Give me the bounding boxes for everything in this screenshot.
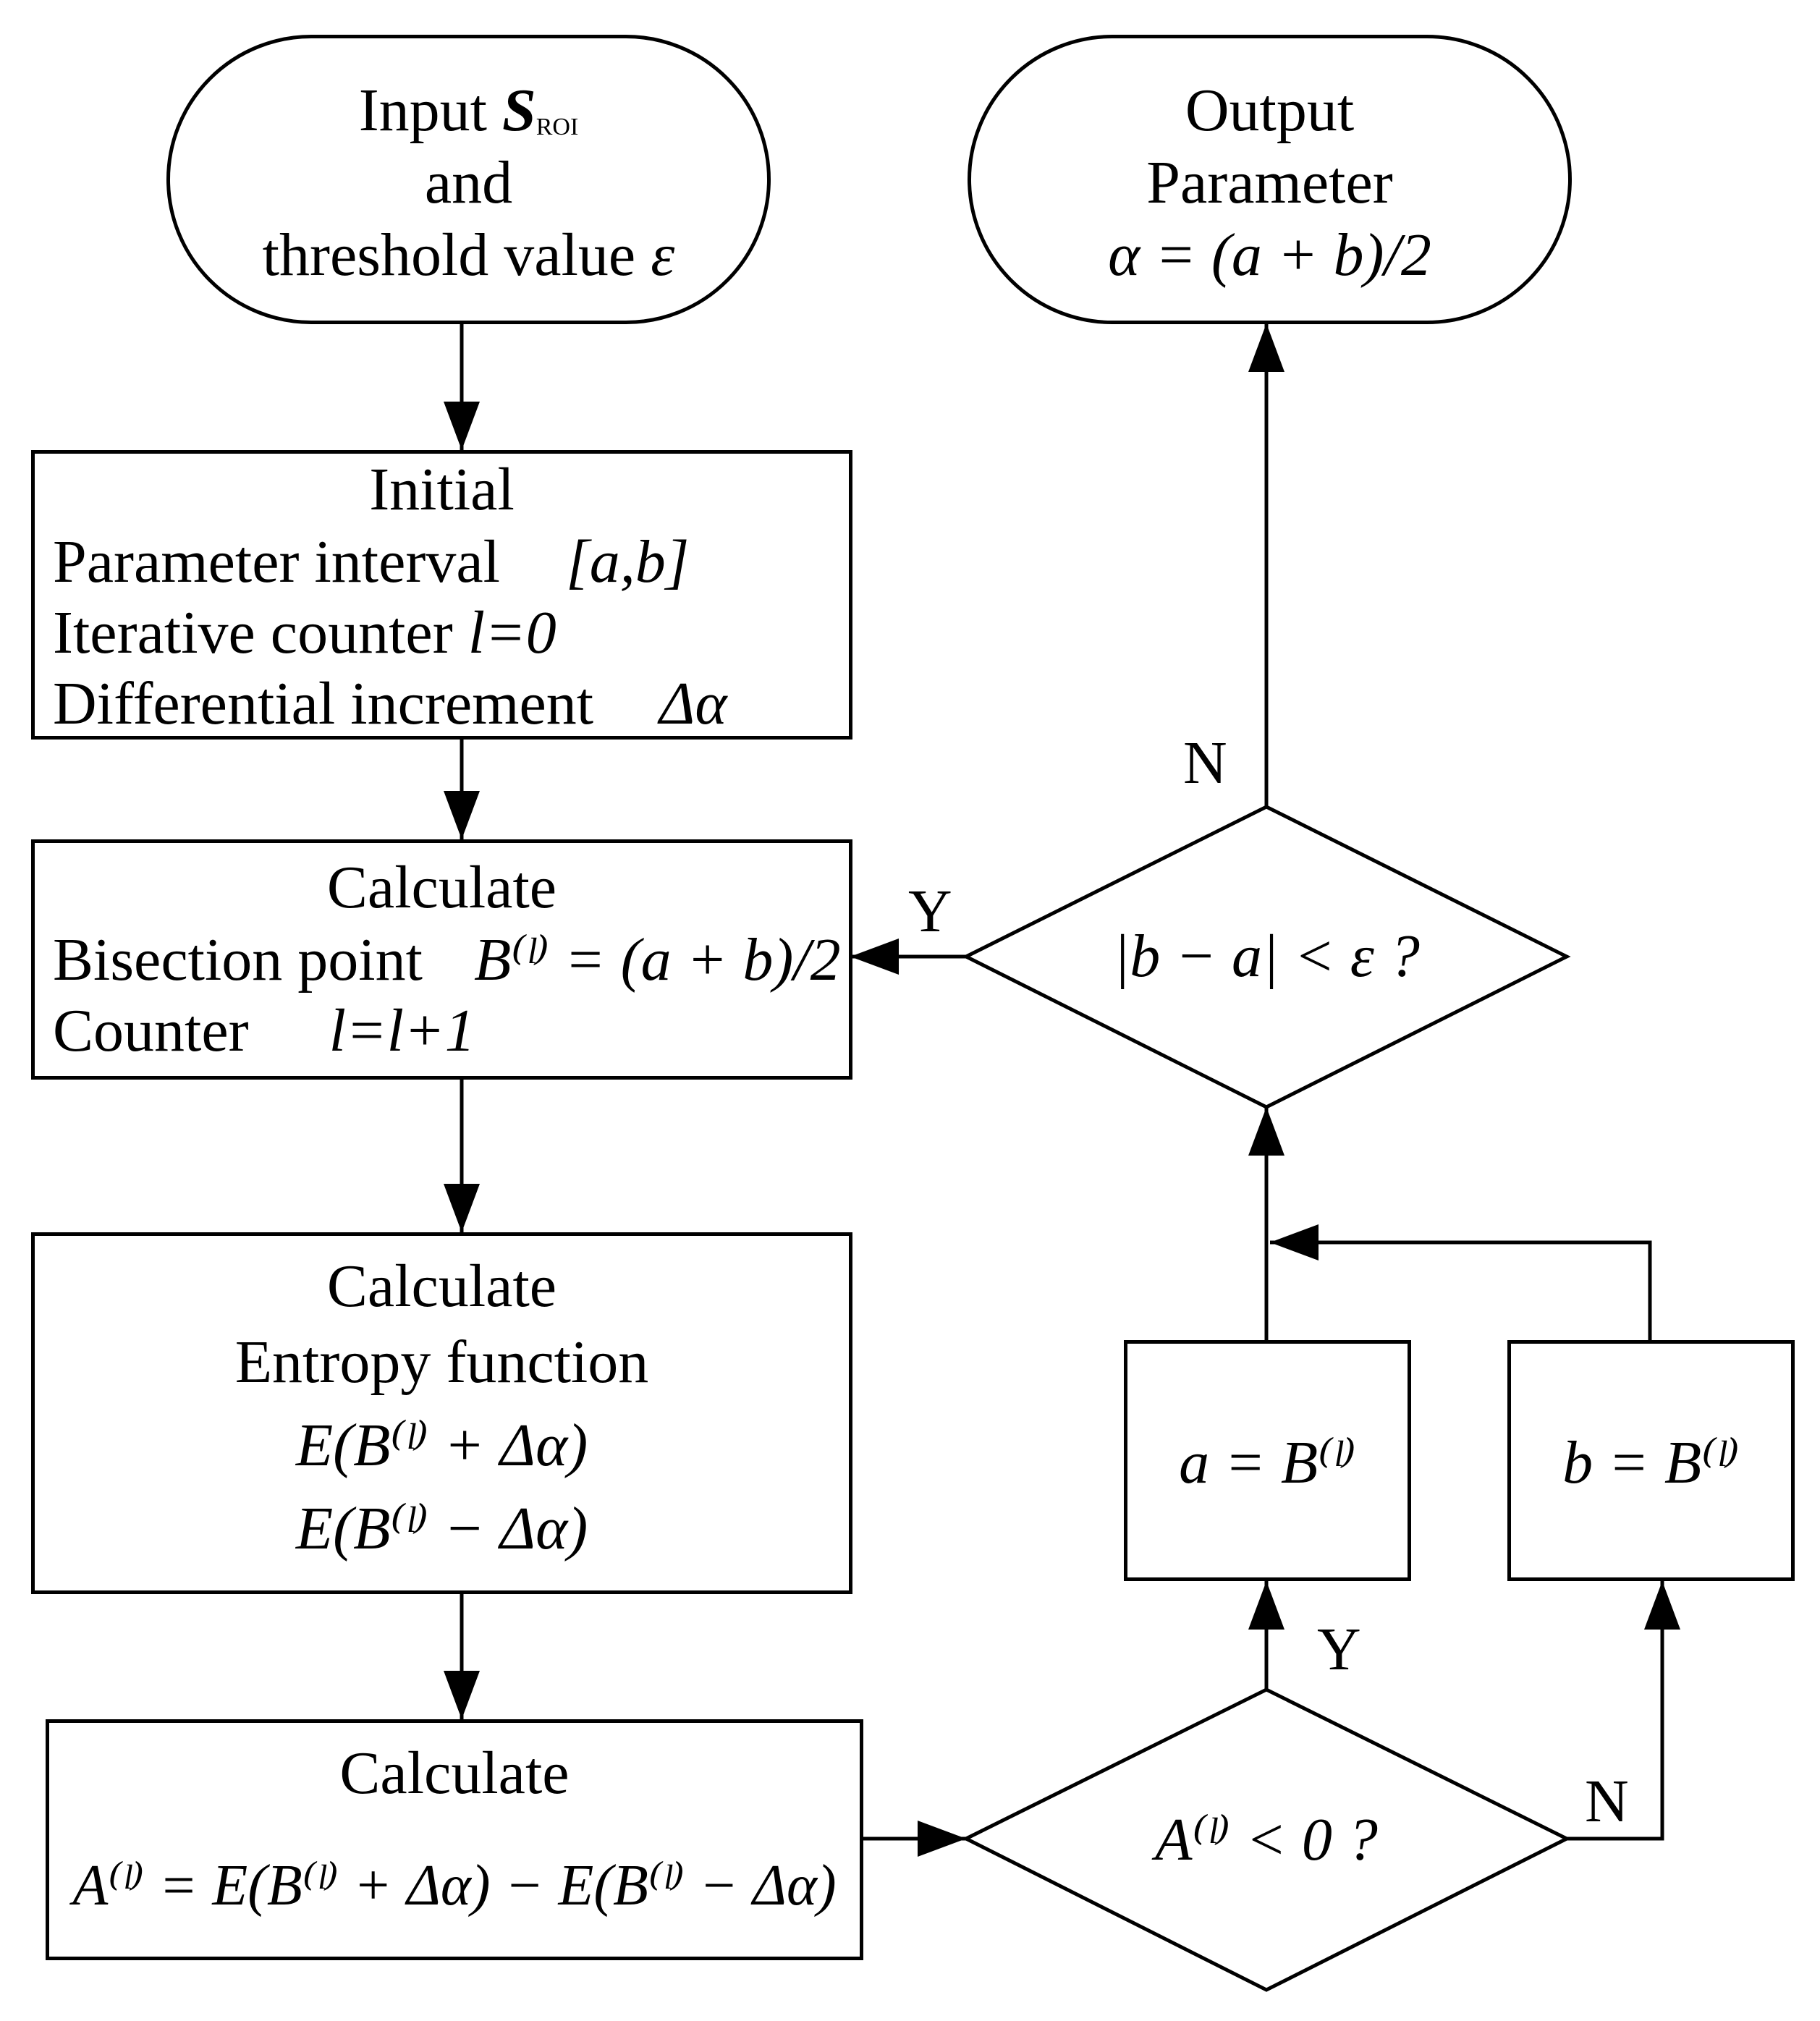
init-row1-label: Parameter interval — [53, 528, 501, 596]
decision-sign-text: A⁽ˡ⁾ < 0 ? — [1155, 1806, 1378, 1873]
init-row2: Iterative counter l=0 — [35, 597, 849, 669]
decision-sign-shape — [962, 1687, 1571, 1992]
start-terminator: Input SROI and threshold value ε — [166, 35, 771, 324]
arrowhead — [1248, 1581, 1284, 1630]
init-title: Initial — [369, 456, 515, 523]
init-row1-value: [a,b] — [566, 528, 690, 596]
init-row3-value: Δα — [659, 670, 727, 737]
entropy-title: Calculate — [326, 1253, 557, 1320]
start-line3: threshold value ε — [170, 219, 767, 292]
bisect-row1: Bisection point B⁽ˡ⁾ = (a + b)/2 — [35, 924, 849, 996]
arrowhead — [444, 791, 480, 839]
start-threshold-label: threshold value — [262, 221, 636, 289]
arrowhead — [444, 402, 480, 450]
init-process-box: Initial Parameter interval [a,b] Iterati… — [31, 450, 852, 740]
bisect-row1-label: Bisection point — [53, 926, 423, 993]
init-row2-value: l=0 — [467, 599, 556, 666]
output-formula: α = (a + b)/2 — [1108, 221, 1431, 289]
bisect-row2-label: Counter — [53, 997, 249, 1064]
bisect-row2: Counter l=l+1 — [35, 995, 849, 1067]
entropy-subtitle: Entropy function — [234, 1329, 649, 1396]
arrow-sign-no — [1567, 1581, 1664, 1841]
conv-yes-label: Y — [908, 878, 952, 945]
assign-b-text: b = B⁽ˡ⁾ — [1562, 1429, 1740, 1496]
entropy-process-box: Calculate Entropy function E(B⁽ˡ⁾ + Δα) … — [31, 1232, 852, 1594]
init-row1: Parameter interval [a,b] — [35, 526, 849, 598]
arrowhead — [1270, 1224, 1319, 1261]
assign-a-text: a = B⁽ˡ⁾ — [1179, 1429, 1356, 1496]
arrowhead — [444, 1184, 480, 1232]
assign-b-box: b = B⁽ˡ⁾ — [1507, 1340, 1795, 1581]
entropy-expr-minus: E(B⁽ˡ⁾ − Δα) — [295, 1495, 588, 1562]
arrowhead — [1248, 1107, 1284, 1156]
a-title: Calculate — [339, 1740, 570, 1807]
bisect-title: Calculate — [326, 854, 557, 921]
sign-yes-label: Y — [1317, 1616, 1361, 1683]
bisect-row1-value: B⁽ˡ⁾ = (a + b)/2 — [473, 926, 841, 993]
a-process-box: Calculate A⁽ˡ⁾ = E(B⁽ˡ⁾ + Δα) − E(B⁽ˡ⁾ −… — [46, 1719, 863, 1960]
output-line2: Parameter — [1146, 149, 1393, 216]
start-epsilon-symbol: ε — [651, 221, 675, 289]
arrowhead — [850, 939, 899, 975]
entropy-expr-plus: E(B⁽ˡ⁾ + Δα) — [295, 1412, 588, 1479]
arrowhead — [444, 1671, 480, 1719]
assign-a-box: a = B⁽ˡ⁾ — [1124, 1340, 1411, 1581]
bisect-process-box: Calculate Bisection point B⁽ˡ⁾ = (a + b)… — [31, 839, 852, 1080]
decision-convergence-shape — [962, 805, 1571, 1109]
sign-no-label: N — [1585, 1768, 1629, 1835]
arrow-b-to-merge — [1270, 1240, 1652, 1340]
start-s-symbol: S — [502, 77, 536, 144]
output-line1: Output — [1185, 77, 1355, 144]
bisect-row2-value: l=l+1 — [329, 997, 475, 1064]
conv-no-label: N — [1183, 729, 1227, 797]
init-row2-label: Iterative counter — [53, 599, 453, 666]
init-row3-label: Differential increment — [53, 670, 594, 737]
arrowhead — [1248, 323, 1284, 372]
start-line1: Input SROI — [170, 75, 767, 164]
arrowhead — [918, 1821, 966, 1857]
arrowhead — [1644, 1581, 1680, 1630]
start-line2: and — [424, 149, 513, 216]
output-terminator: Output Parameter α = (a + b)/2 — [968, 35, 1572, 324]
a-expr: A⁽ˡ⁾ = E(B⁽ˡ⁾ + Δα) − E(B⁽ˡ⁾ − Δα) — [72, 1854, 837, 1918]
init-row3: Differential increment Δα — [35, 668, 849, 740]
start-roi-subscript: ROI — [536, 114, 579, 140]
decision-convergence-text: |b − a| < ε ? — [1113, 923, 1420, 990]
start-input-label: Input — [358, 77, 488, 144]
